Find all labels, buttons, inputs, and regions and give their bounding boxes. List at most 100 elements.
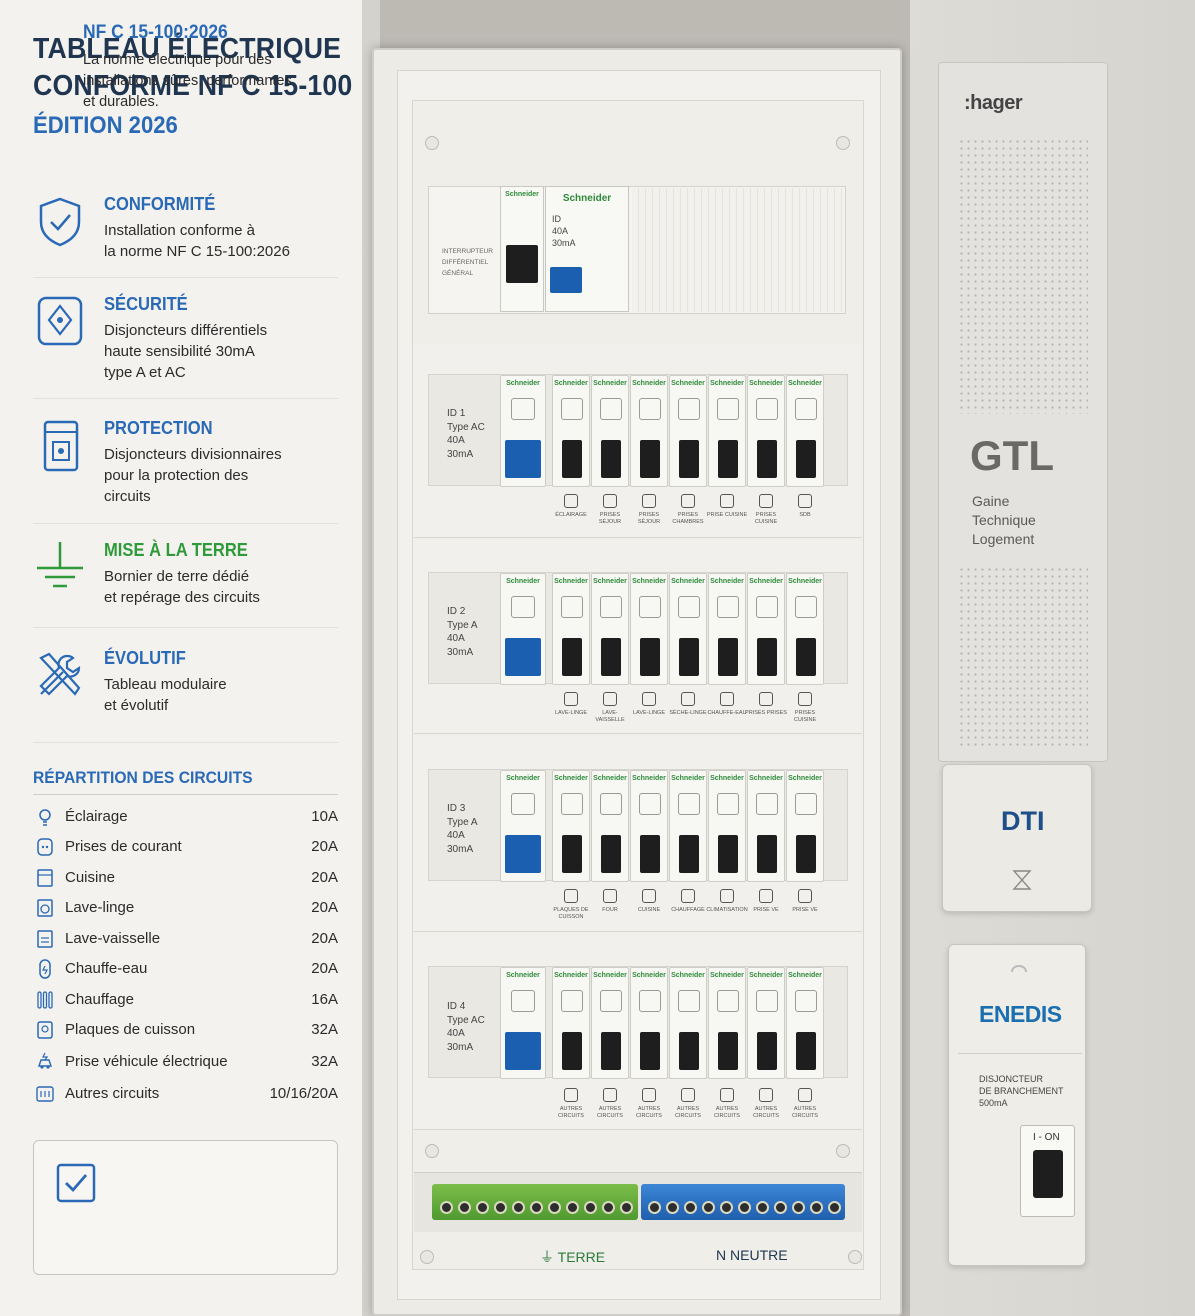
row-id-line: Type AC xyxy=(447,421,485,433)
schneider-logo: Schneider xyxy=(671,775,705,782)
circuit-breaker[interactable]: Schneider xyxy=(552,573,590,685)
circuit-breaker[interactable]: Schneider xyxy=(669,375,707,487)
rcd-breaker[interactable]: Schneider xyxy=(500,770,546,882)
terminal-screw xyxy=(720,1201,733,1214)
schneider-logo: Schneider xyxy=(593,775,627,782)
circuit-breaker[interactable]: Schneider xyxy=(747,375,785,487)
circuit-breaker[interactable]: Schneider xyxy=(591,770,629,882)
toggle-lever[interactable] xyxy=(679,1032,699,1070)
toggle-lever[interactable] xyxy=(1033,1150,1063,1198)
circuit-breaker[interactable]: Schneider xyxy=(591,573,629,685)
schneider-logo: Schneider xyxy=(788,578,822,585)
terminal-screw xyxy=(756,1201,769,1214)
toggle-lever[interactable] xyxy=(562,638,582,676)
circuit-breaker[interactable]: Schneider xyxy=(591,375,629,487)
toggle-lever[interactable] xyxy=(757,638,777,676)
circuit-breaker[interactable]: Schneider xyxy=(786,770,824,882)
hourglass-icon xyxy=(1012,870,1032,890)
toggle-lever[interactable] xyxy=(679,835,699,873)
toggle-lever[interactable] xyxy=(640,835,660,873)
toggle-lever[interactable] xyxy=(718,440,738,478)
circuit-breaker[interactable]: Schneider xyxy=(630,770,668,882)
toggle-lever[interactable] xyxy=(640,1032,660,1070)
other-circuits-icon xyxy=(36,1086,54,1102)
toggle-lever[interactable] xyxy=(562,1032,582,1070)
circuit-breaker[interactable]: Schneider xyxy=(708,375,746,487)
toggle-lever[interactable] xyxy=(718,638,738,676)
circuit-breaker[interactable]: Schneider xyxy=(630,967,668,1079)
toggle-lever[interactable] xyxy=(640,638,660,676)
circuit-breaker[interactable]: Schneider xyxy=(552,967,590,1079)
toggle-lever[interactable] xyxy=(601,638,621,676)
water-heater-icon xyxy=(39,959,51,979)
toggle-lever[interactable] xyxy=(796,835,816,873)
toggle-lever[interactable] xyxy=(757,1032,777,1070)
circuit-breaker[interactable]: Schneider xyxy=(591,967,629,1079)
toggle-lever[interactable] xyxy=(550,267,582,293)
test-button[interactable] xyxy=(511,990,535,1012)
circuit-breaker[interactable]: Schneider xyxy=(786,573,824,685)
rcd-breaker[interactable]: Schneider xyxy=(500,375,546,487)
toggle-lever[interactable] xyxy=(601,835,621,873)
circuit-breaker[interactable]: Schneider xyxy=(747,573,785,685)
feature-desc-line: type A et AC xyxy=(104,364,186,381)
toggle-lever[interactable] xyxy=(601,1032,621,1070)
toggle-lever[interactable] xyxy=(679,440,699,478)
toggle-lever[interactable] xyxy=(718,835,738,873)
breaker-symbol xyxy=(795,793,817,815)
circuit-breaker[interactable]: Schneider xyxy=(552,770,590,882)
circuit-breaker[interactable]: Schneider xyxy=(786,375,824,487)
toggle-lever[interactable] xyxy=(505,638,541,676)
main-switch-label: INTERRUPTEUR DIFFÉRENTIEL GÉNÉRAL xyxy=(442,246,493,279)
main-switch-left[interactable]: Schneider xyxy=(500,186,544,312)
test-button[interactable] xyxy=(511,596,535,618)
divider xyxy=(958,1053,1082,1054)
circuit-breaker[interactable]: Schneider xyxy=(708,573,746,685)
toggle-lever[interactable] xyxy=(562,835,582,873)
circuit-icon xyxy=(564,494,578,508)
circuit-breaker[interactable]: Schneider xyxy=(747,967,785,1079)
circuit-label: AUTRES CIRCUITS xyxy=(550,1088,592,1120)
main-switch-right[interactable]: Schneider ID 40A 30mA xyxy=(545,186,629,312)
rcd-breaker[interactable]: Schneider xyxy=(500,573,546,685)
toggle-lever[interactable] xyxy=(679,638,699,676)
circuit-row: Chauffage 16A xyxy=(33,988,338,1012)
circuit-icon xyxy=(603,1088,617,1102)
circuit-breaker[interactable]: Schneider xyxy=(708,967,746,1079)
main-switch-label-line: GÉNÉRAL xyxy=(442,270,474,277)
test-button[interactable] xyxy=(511,793,535,815)
toggle-lever[interactable] xyxy=(640,440,660,478)
toggle-lever[interactable] xyxy=(757,835,777,873)
toggle-lever[interactable] xyxy=(505,440,541,478)
circuit-amp: 10A xyxy=(311,808,338,825)
breaker-symbol xyxy=(639,398,661,420)
toggle-lever[interactable] xyxy=(796,638,816,676)
toggle-lever[interactable] xyxy=(505,1032,541,1070)
edition-label: ÉDITION 2026 xyxy=(33,112,178,139)
circuit-breaker[interactable]: Schneider xyxy=(630,375,668,487)
circuit-icon xyxy=(759,889,773,903)
feature-title: SÉCURITÉ xyxy=(104,294,188,314)
circuit-breaker[interactable]: Schneider xyxy=(786,967,824,1079)
breaker-symbol xyxy=(717,793,739,815)
circuit-breaker[interactable]: Schneider xyxy=(552,375,590,487)
toggle-lever[interactable] xyxy=(562,440,582,478)
circuit-breaker[interactable]: Schneider xyxy=(669,770,707,882)
toggle-lever[interactable] xyxy=(506,245,538,283)
toggle-lever[interactable] xyxy=(601,440,621,478)
circuit-breaker[interactable]: Schneider xyxy=(708,770,746,882)
toggle-lever[interactable] xyxy=(796,440,816,478)
breaker-symbol xyxy=(717,990,739,1012)
circuit-breaker[interactable]: Schneider xyxy=(669,573,707,685)
circuit-breaker[interactable]: Schneider xyxy=(747,770,785,882)
circuit-breaker[interactable]: Schneider xyxy=(630,573,668,685)
circuit-breaker[interactable]: Schneider xyxy=(669,967,707,1079)
circuit-row: Cuisine 20A xyxy=(33,866,338,890)
rcd-breaker[interactable]: Schneider xyxy=(500,967,546,1079)
toggle-lever[interactable] xyxy=(505,835,541,873)
toggle-lever[interactable] xyxy=(757,440,777,478)
toggle-lever[interactable] xyxy=(718,1032,738,1070)
row-id-line: ID 3 xyxy=(447,803,466,814)
test-button[interactable] xyxy=(511,398,535,420)
toggle-lever[interactable] xyxy=(796,1032,816,1070)
